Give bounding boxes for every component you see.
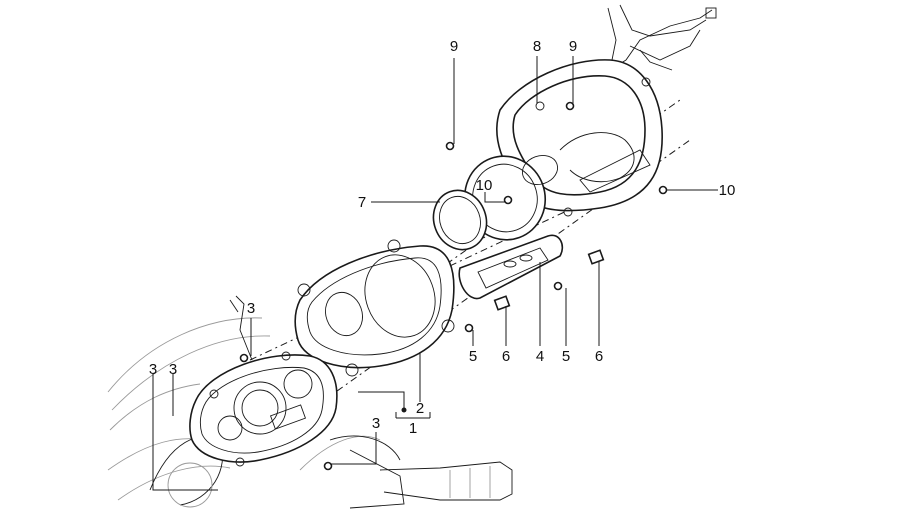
instrument-bezel-part-2: [294, 239, 455, 377]
callout-7: 7: [358, 194, 366, 211]
rear-cover-part-8: [496, 59, 663, 217]
callout-3-top: 3: [247, 300, 255, 317]
upper-frame-bracket: [607, 4, 717, 71]
callout-9-left: 9: [450, 38, 458, 55]
clip-part-6-right: [587, 249, 605, 265]
screw-markers: [239, 101, 668, 471]
callout-5-left: 5: [469, 348, 477, 365]
callout-10-right: 10: [719, 182, 736, 199]
callout-3-left: 3: [169, 361, 177, 378]
scooter-body-outline: [107, 295, 381, 508]
callout-6-left: 6: [502, 348, 510, 365]
leader-lines: [152, 56, 718, 491]
callout-5-right: 5: [562, 348, 570, 365]
callout-2: 2: [416, 400, 424, 417]
instrument-panel-part-1: [189, 351, 338, 467]
callout-labels: 9 8 9 10 10 7 5 6 4 5 6 3 3 3 3 2 1: [149, 38, 736, 437]
callout-1: 1: [409, 420, 417, 437]
assembly-dot: [401, 407, 407, 413]
callout-4: 4: [536, 348, 544, 365]
switch-module-part-4: [458, 234, 564, 300]
callout-10-center: 10: [476, 177, 493, 194]
callout-3-far-left: 3: [149, 361, 157, 378]
callout-3-bottom: 3: [372, 415, 380, 432]
handlebar-grip: [329, 435, 513, 509]
callout-8: 8: [533, 38, 541, 55]
clip-part-6-left: [493, 295, 511, 311]
lens-ring-part-7: [432, 189, 488, 251]
callout-6-right: 6: [595, 348, 603, 365]
callout-9-right: 9: [569, 38, 577, 55]
